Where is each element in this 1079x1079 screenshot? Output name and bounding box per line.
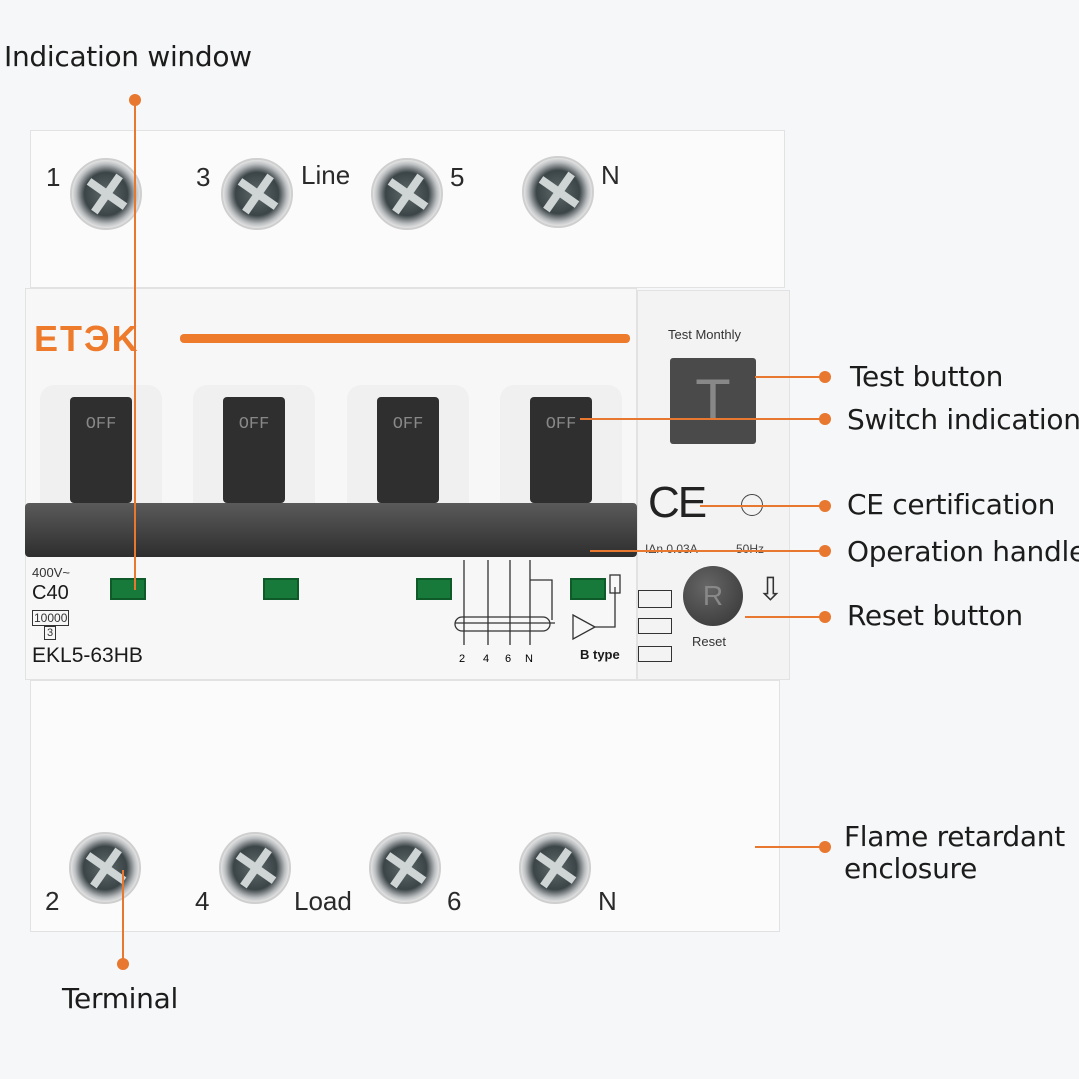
callout-dot	[117, 958, 129, 970]
terminal-label: 2	[45, 886, 60, 916]
callout-dot	[819, 611, 831, 623]
terminal-label: 5	[450, 162, 465, 192]
callout-operation-handle: Operation handle	[847, 535, 1079, 568]
rcd-module	[637, 290, 790, 680]
callout-indication-window: Indication window	[4, 40, 252, 73]
test-button[interactable]: T	[670, 358, 756, 444]
class-label: 3	[44, 626, 57, 640]
terminal-label: 1	[46, 162, 61, 192]
terminal-label: 3	[196, 162, 211, 192]
reset-button[interactable]: R	[683, 566, 743, 626]
load-label: Load	[294, 886, 352, 916]
waveform-icon	[638, 590, 672, 608]
callout-test-button: Test button	[850, 360, 1004, 393]
indication-window	[263, 578, 299, 600]
frequency-label: 50Hz	[736, 542, 765, 556]
callout-dot	[819, 371, 831, 383]
line-label: Line	[301, 160, 351, 190]
switch-handle[interactable]: OFF	[500, 385, 622, 503]
callout-dot	[819, 500, 831, 512]
callout-flame-retardant: Flame retardant	[844, 820, 1065, 853]
down-arrow-icon: ⇩	[757, 571, 784, 607]
switch-handle[interactable]: OFF	[193, 385, 315, 503]
callout-line	[755, 846, 825, 848]
terminal-label: N	[601, 160, 620, 190]
residual-current-label: IΔn 0.03A	[645, 542, 698, 556]
indication-window	[110, 578, 146, 600]
terminal-screw-icon	[369, 832, 441, 904]
callout-line	[580, 418, 825, 420]
callout-terminal: Terminal	[62, 982, 178, 1015]
breaking-capacity: 10000	[32, 610, 70, 626]
terminal-screw-icon	[69, 832, 141, 904]
rating-label: C40	[32, 582, 69, 604]
terminal-screw-icon	[70, 158, 142, 230]
callout-dot	[819, 545, 831, 557]
dc-icon	[638, 618, 672, 634]
callout-switch-indication: Switch indication	[847, 403, 1079, 436]
reset-label: Reset	[692, 634, 726, 649]
callout-line	[134, 100, 136, 590]
test-button-letter: T	[695, 368, 731, 433]
brand-logo: ETЭK	[34, 318, 140, 359]
brand-stripe	[180, 334, 630, 343]
indication-window	[570, 578, 606, 600]
diagram-label: N	[525, 653, 533, 665]
voltage-label: 400V~	[32, 565, 70, 580]
terminal-screw-icon	[519, 832, 591, 904]
switch-handle[interactable]: OFF	[347, 385, 469, 503]
callout-line	[755, 376, 825, 378]
pulse-icon	[638, 646, 672, 662]
diagram-label: 6	[505, 653, 511, 665]
operation-handle-bar[interactable]	[25, 503, 637, 557]
test-monthly-label: Test Monthly	[668, 327, 741, 342]
callout-enclosure: enclosure	[844, 852, 978, 885]
callout-line	[122, 870, 124, 962]
diagram-label: 4	[483, 653, 489, 665]
indication-window	[416, 578, 452, 600]
terminal-screw-icon	[219, 832, 291, 904]
callout-reset-button: Reset button	[847, 599, 1023, 632]
callout-line	[590, 550, 825, 552]
switch-handle[interactable]: OFF	[40, 385, 162, 503]
callout-ce-certification: CE certification	[847, 488, 1056, 521]
terminal-label: 4	[195, 886, 210, 916]
callout-dot	[819, 841, 831, 853]
reset-button-letter: R	[702, 580, 724, 611]
terminal-label: 6	[447, 886, 462, 916]
terminal-screw-icon	[221, 158, 293, 230]
circuit-diagram: 2 4 6 N	[454, 560, 621, 665]
model-label: EKL5-63HB	[32, 644, 143, 667]
diagram-label: 2	[459, 653, 465, 665]
terminal-screw-icon	[522, 156, 594, 228]
terminal-screw-icon	[371, 158, 443, 230]
terminal-label: N	[598, 886, 617, 916]
callout-dot	[819, 413, 831, 425]
callout-line	[745, 616, 825, 618]
callout-line	[700, 505, 825, 507]
ce-mark: CE	[648, 478, 707, 527]
rcd-type-label: B type	[580, 647, 620, 662]
